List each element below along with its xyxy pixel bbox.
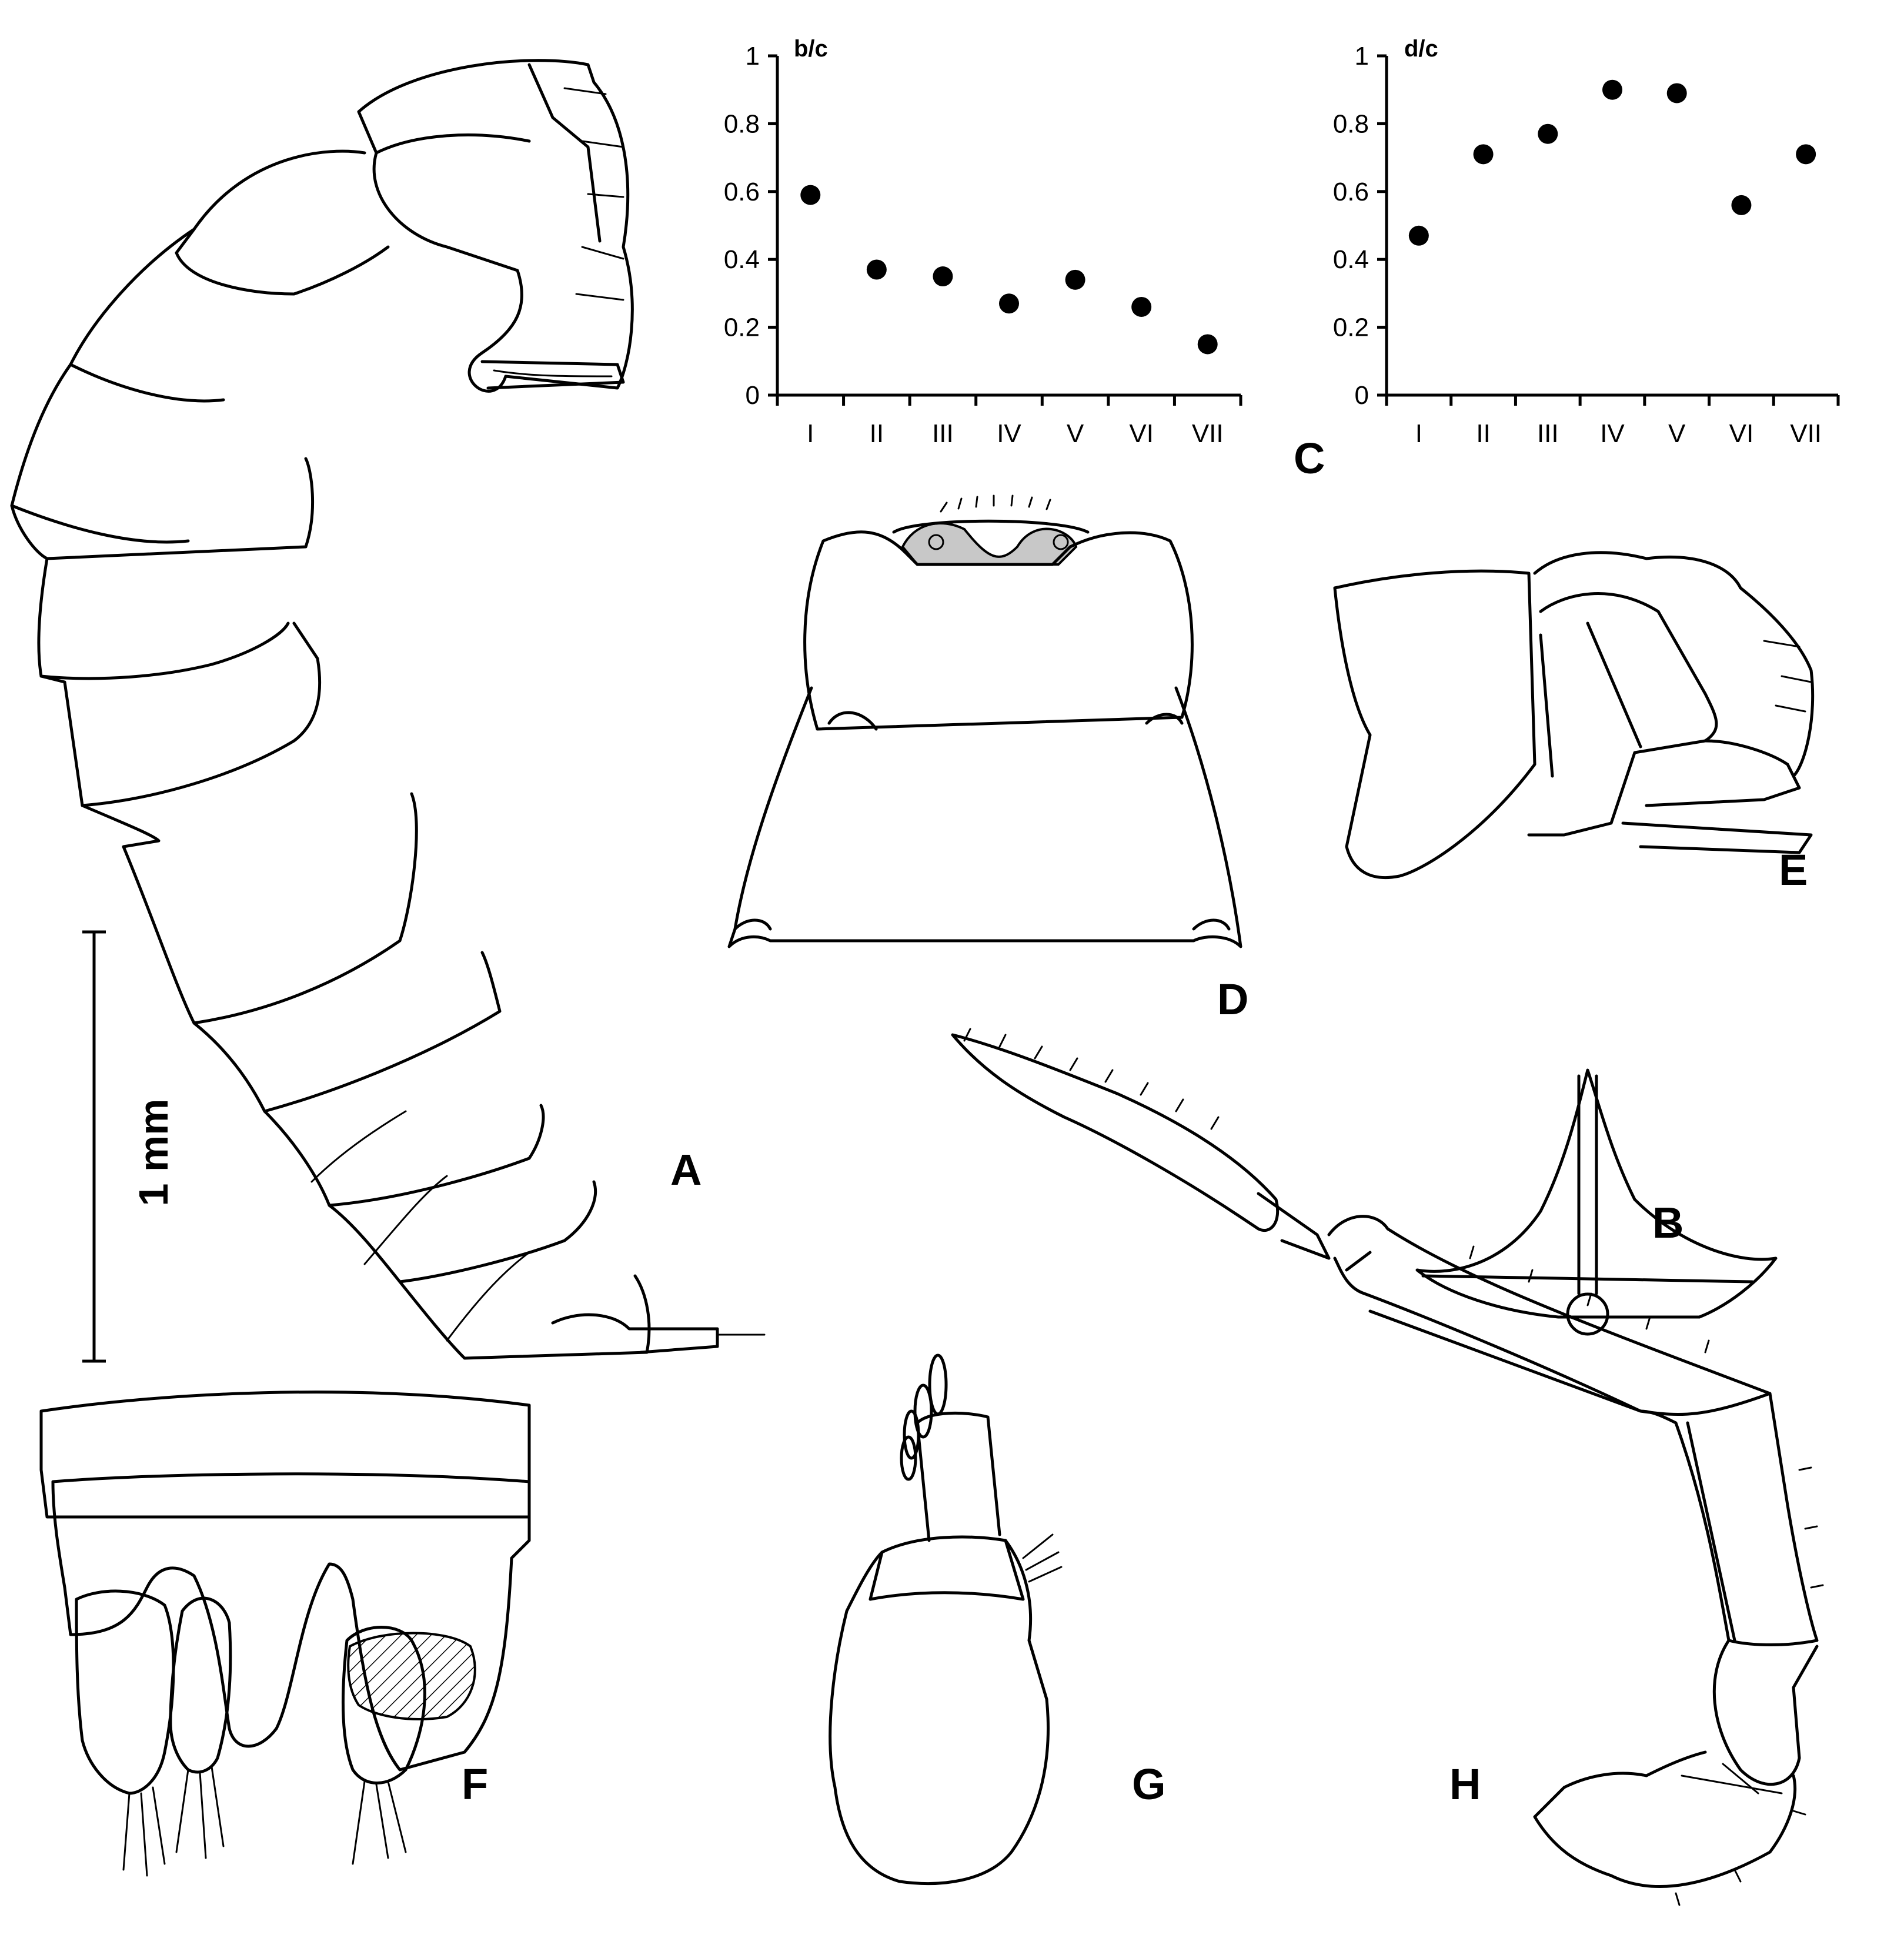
x-tick-label: I: [807, 419, 814, 448]
panel-label-c: C: [1294, 434, 1325, 483]
y-tick-label: 1: [746, 42, 760, 71]
y-tick-label: 0.8: [724, 109, 760, 138]
habitus-lateral-drawing: [10, 59, 766, 1360]
y-tick-label: 0.4: [1333, 245, 1369, 274]
y-tick-label: 0.2: [1333, 313, 1369, 342]
antenna-drawing: [829, 1354, 1063, 1885]
y-tick-label: 0.4: [724, 245, 760, 274]
y-tick-label: 0.8: [1333, 109, 1369, 138]
data-point: [1065, 269, 1085, 290]
y-tick-label: 0: [746, 381, 760, 410]
x-tick-label: III: [1537, 419, 1559, 448]
panel-label-h: H: [1449, 1760, 1481, 1809]
x-tick-label: VI: [1729, 419, 1754, 448]
data-point: [1131, 296, 1152, 317]
leg-drawing: [951, 1028, 1824, 1906]
panel-label-d: D: [1217, 975, 1248, 1024]
data-point: [1731, 195, 1752, 215]
y-tick-label: 0: [1355, 381, 1369, 410]
y-tick-label: 0.2: [724, 313, 760, 342]
x-tick-label: II: [1476, 419, 1490, 448]
sternal-process-drawing: [1415, 1068, 1778, 1336]
panel-label-g: G: [1132, 1760, 1166, 1809]
x-tick-label: III: [932, 419, 954, 448]
y-tick-label: 1: [1355, 42, 1369, 71]
telson-drawing: [39, 1391, 531, 1877]
y-tick-label: 0.6: [724, 178, 760, 206]
data-point: [1408, 225, 1429, 246]
panel-label-f: F: [462, 1760, 488, 1809]
chart-title: b/c: [794, 36, 828, 62]
panel-label-b: B: [1652, 1198, 1683, 1247]
data-point: [933, 266, 953, 287]
x-tick-label: VI: [1129, 419, 1154, 448]
x-tick-label: IV: [1600, 419, 1625, 448]
data-point: [999, 293, 1019, 314]
data-point: [1796, 144, 1816, 165]
data-point: [1666, 83, 1687, 103]
chart-title: d/c: [1404, 36, 1438, 62]
x-tick-label: I: [1415, 419, 1422, 448]
y-tick-label: 0.6: [1333, 178, 1369, 206]
data-point: [1473, 144, 1494, 165]
data-point: [800, 185, 821, 205]
scale-bar: 1 mm: [82, 930, 176, 1363]
panel-label-e: E: [1779, 845, 1808, 894]
x-tick-label: VII: [1192, 419, 1224, 448]
head-dorsal-drawing: [727, 494, 1242, 948]
data-point: [1538, 123, 1558, 144]
panel-label-a: A: [670, 1145, 702, 1194]
x-tick-label: VII: [1790, 419, 1822, 448]
head-lateral-drawing: [1333, 551, 1815, 880]
x-tick-label: V: [1668, 419, 1686, 448]
x-tick-label: II: [870, 419, 884, 448]
data-point: [1197, 334, 1218, 355]
data-point: [866, 259, 887, 280]
data-point: [1602, 79, 1622, 100]
x-tick-label: IV: [997, 419, 1021, 448]
x-tick-label: V: [1067, 419, 1084, 448]
scale-bar-label: 1 mm: [131, 1099, 176, 1207]
